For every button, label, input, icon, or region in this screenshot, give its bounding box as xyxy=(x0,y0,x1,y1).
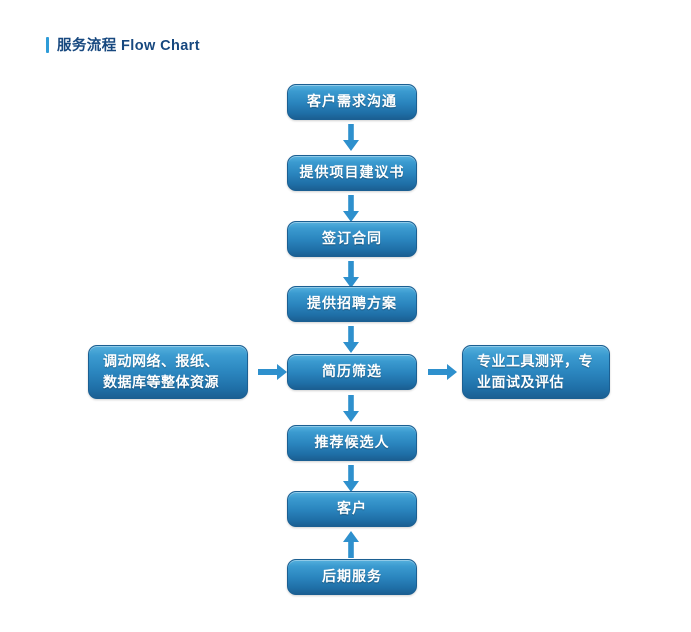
flow-node-project-proposal[interactable]: 提供项目建议书 xyxy=(287,155,417,191)
arrow-up-icon xyxy=(343,531,359,558)
arrow-down-icon xyxy=(343,195,359,222)
arrow-down-icon xyxy=(343,465,359,492)
flow-node-recommend-candidates[interactable]: 推荐候选人 xyxy=(287,425,417,461)
flow-node-after-sales-service[interactable]: 后期服务 xyxy=(287,559,417,595)
page-title-text: 服务流程 Flow Chart xyxy=(57,38,200,54)
flow-node-recruitment-plan[interactable]: 提供招聘方案 xyxy=(287,286,417,322)
flow-node-customer-communication[interactable]: 客户需求沟通 xyxy=(287,84,417,120)
arrow-right-icon xyxy=(258,364,287,380)
arrow-right-icon xyxy=(428,364,457,380)
flow-node-resume-screening[interactable]: 简历筛选 xyxy=(287,354,417,390)
flow-node-sign-contract[interactable]: 签订合同 xyxy=(287,221,417,257)
arrow-down-icon xyxy=(343,261,359,288)
arrow-down-icon xyxy=(343,326,359,353)
flow-node-resource-mobilization[interactable]: 调动网络、报纸、数据库等整体资源 xyxy=(88,345,248,399)
flow-node-customer[interactable]: 客户 xyxy=(287,491,417,527)
arrow-down-icon xyxy=(343,124,359,151)
arrow-down-icon xyxy=(343,395,359,422)
title-accent-bar xyxy=(46,36,49,53)
flow-node-assessment-interview[interactable]: 专业工具测评，专业面试及评估 xyxy=(462,345,610,399)
page-title: 服务流程 Flow Chart xyxy=(46,34,200,55)
